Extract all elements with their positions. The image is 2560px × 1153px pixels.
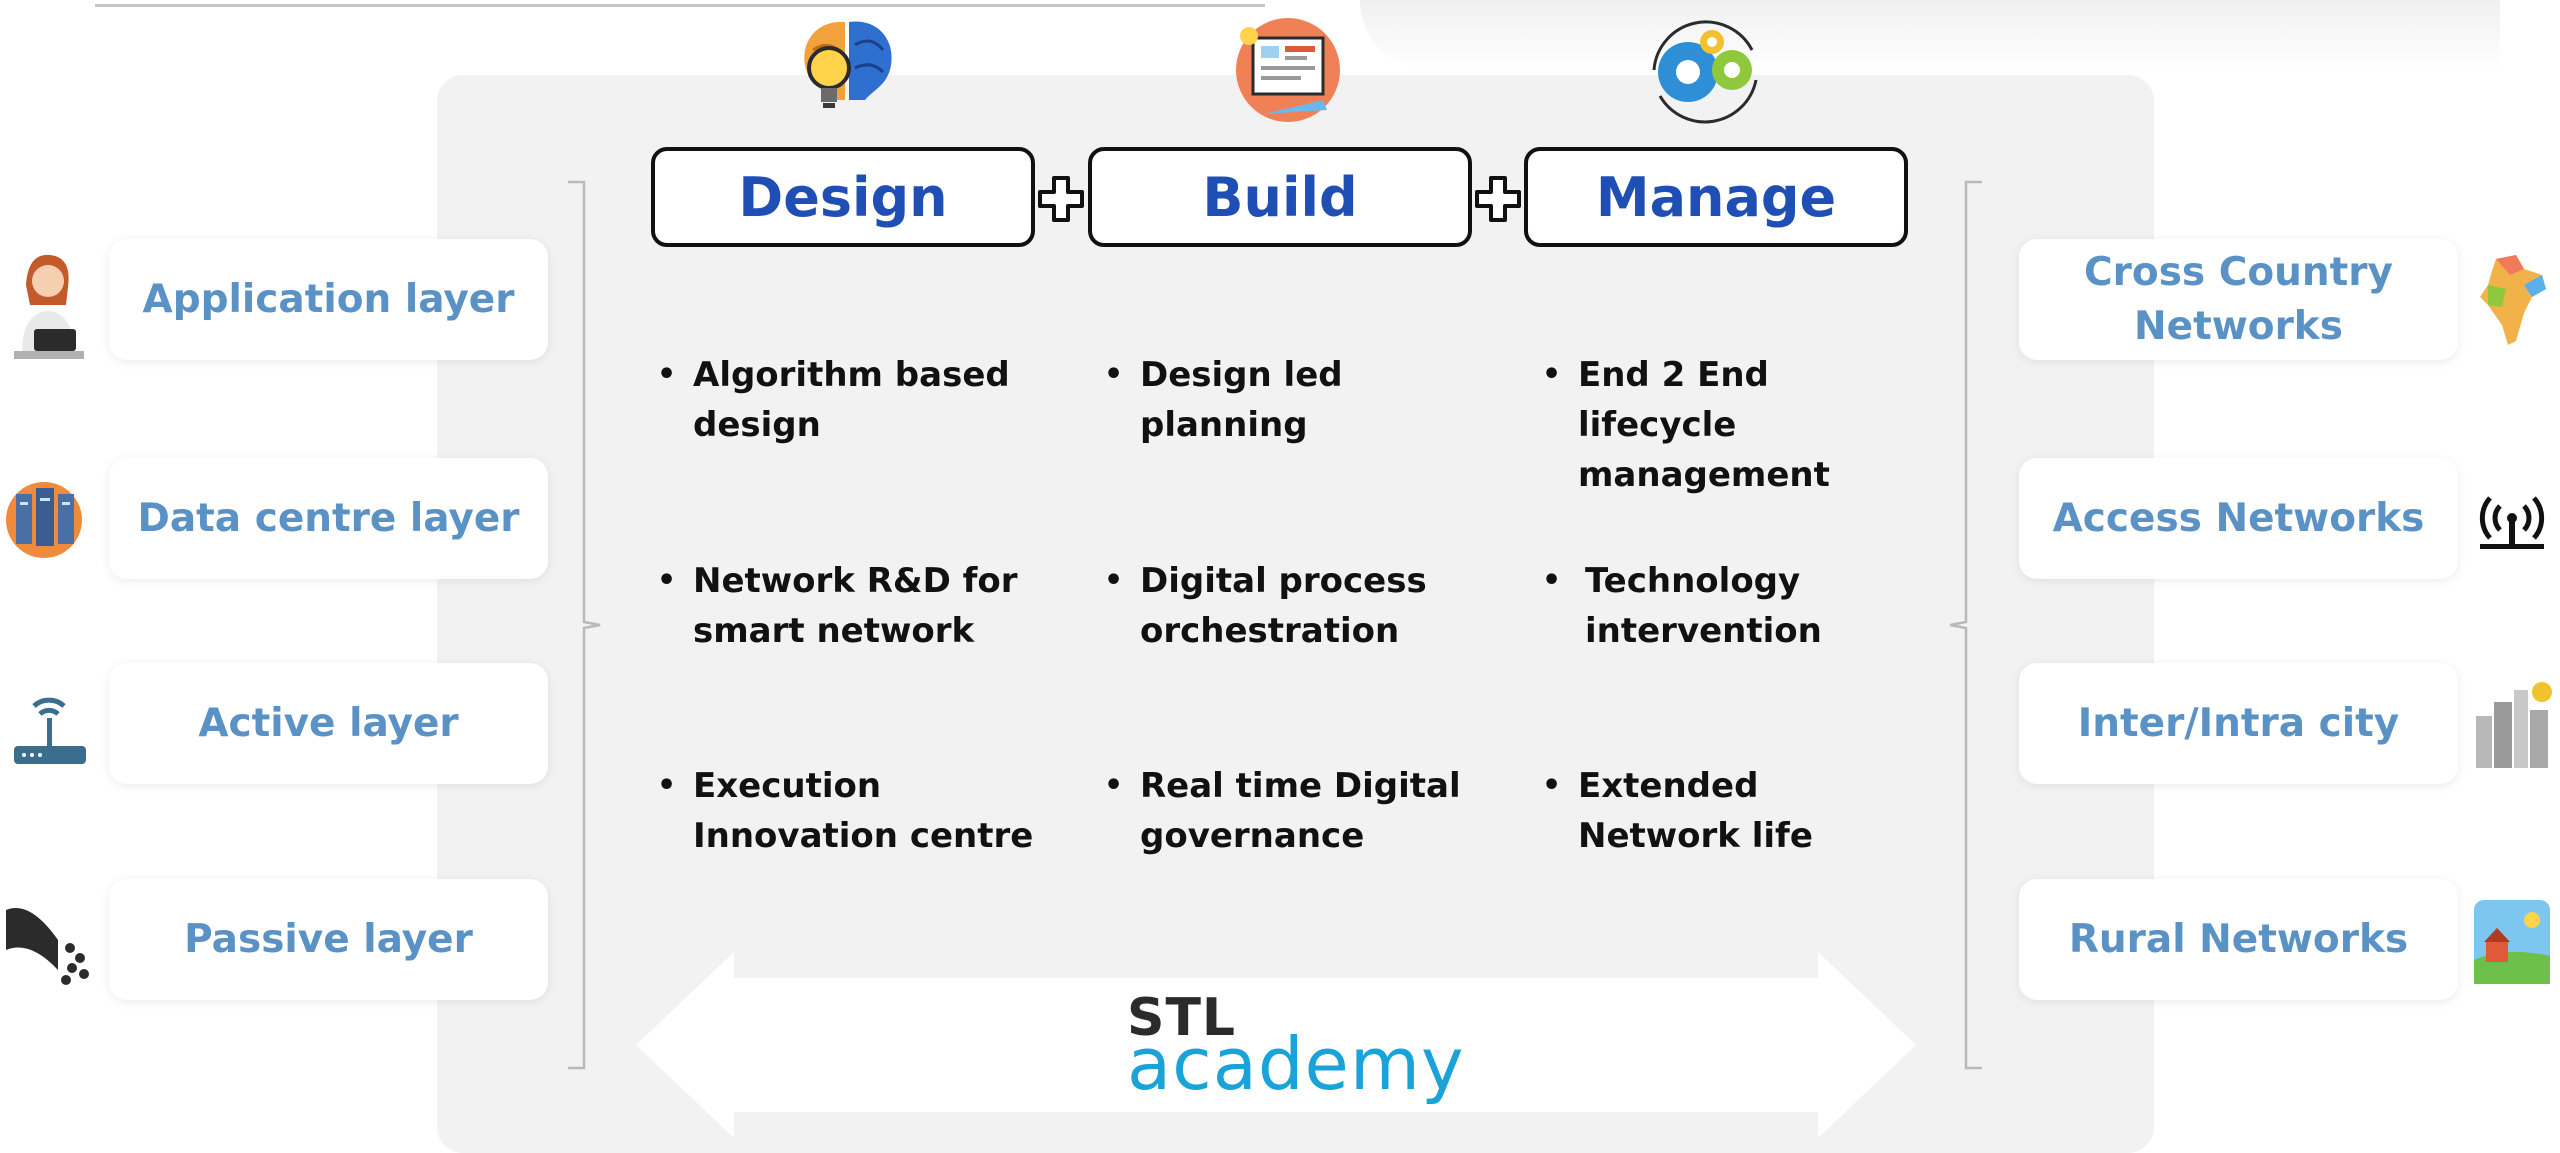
right-bracket (1949, 180, 1982, 1070)
india-map-icon (2480, 255, 2546, 345)
antenna-tower-icon (2479, 496, 2545, 549)
bullet-dot: • (1104, 563, 1124, 598)
server-rack-icon (6, 482, 82, 558)
bullet-dot: • (657, 768, 677, 803)
bullet-text: Execution Innovation centre (693, 766, 1034, 856)
city-buildings-icon (2476, 682, 2552, 768)
design-bullet-item: • Execution Innovation centre (657, 761, 1034, 861)
bullet-text: Design led planning (1140, 355, 1343, 445)
bullet-text: Technology intervention (1585, 561, 1822, 651)
layer-label: Passive layer (184, 916, 473, 962)
double-arrow-banner (636, 952, 1916, 1138)
logo-academy-text: academy (1127, 1022, 1465, 1106)
bullet-dot: • (1104, 357, 1124, 392)
layer-label: Data centre layer (137, 495, 520, 541)
logo-stl-text: STL (1127, 988, 1237, 1048)
layer-card-application: Application layer (109, 239, 548, 360)
manage-bullet-item: • Extended Network life (1542, 761, 1813, 861)
network-card-access: Access Networks (2019, 458, 2458, 579)
bullet-dot: • (1104, 768, 1124, 803)
manage-bullet-item: • Technology intervention (1542, 556, 1822, 656)
top-background-shape (1360, 0, 2500, 70)
network-label: Access Networks (2052, 495, 2425, 541)
fiber-cable-icon (6, 908, 89, 985)
left-bracket (568, 180, 601, 1070)
build-bullet-item: • Real time Digital governance (1104, 761, 1461, 861)
gears-cycle-icon (1652, 20, 1758, 124)
rural-landscape-icon (2474, 900, 2550, 984)
layer-label: Active layer (198, 700, 459, 746)
network-label: Cross Country Networks (2084, 249, 2393, 349)
bullet-text: Real time Digital governance (1140, 766, 1461, 856)
bullet-text: End 2 End lifecycle management (1578, 355, 1830, 495)
network-card-rural: Rural Networks (2019, 879, 2458, 1000)
build-bullet-item: • Digital process orchestration (1104, 556, 1427, 656)
bullet-dot: • (1542, 563, 1562, 598)
network-label: Rural Networks (2068, 916, 2409, 962)
phase-manage-box: Manage (1524, 147, 1908, 247)
layer-card-data-centre: Data centre layer (109, 458, 548, 579)
plus-icon (1038, 176, 1084, 222)
phase-design-box: Design (651, 147, 1035, 247)
bullet-text: Algorithm based design (693, 355, 1010, 445)
plus-icon (1475, 176, 1521, 222)
wifi-router-icon (14, 697, 86, 764)
bullet-text: Digital process orchestration (1140, 561, 1427, 651)
bullet-text: Extended Network life (1578, 766, 1813, 856)
layer-label: Application layer (142, 276, 515, 322)
phase-label: Design (738, 165, 948, 229)
design-bullet-item: • Algorithm based design (657, 350, 1010, 450)
build-bullet-item: • Design led planning (1104, 350, 1343, 450)
bullet-dot: • (1542, 768, 1562, 803)
manage-bullet-item: • End 2 End lifecycle management (1542, 350, 1830, 500)
blueprint-design-icon (1236, 18, 1340, 122)
design-bullet-item: • Network R&D for smart network (657, 556, 1018, 656)
layer-card-active: Active layer (109, 663, 548, 784)
bullet-dot: • (657, 563, 677, 598)
phase-label: Build (1202, 165, 1358, 229)
bullet-dot: • (657, 357, 677, 392)
network-label: Inter/Intra city (2077, 700, 2400, 746)
network-card-cross-country: Cross Country Networks (2019, 239, 2458, 360)
top-divider-line (95, 4, 1265, 7)
phase-build-box: Build (1088, 147, 1472, 247)
brain-lightbulb-icon (804, 21, 892, 108)
bullet-dot: • (1542, 357, 1562, 392)
network-card-inter-intra-city: Inter/Intra city (2019, 663, 2458, 784)
phase-label: Manage (1595, 165, 1837, 229)
layer-card-passive: Passive layer (109, 879, 548, 1000)
woman-with-tablet-icon (14, 254, 84, 359)
bullet-text: Network R&D for smart network (693, 561, 1018, 651)
